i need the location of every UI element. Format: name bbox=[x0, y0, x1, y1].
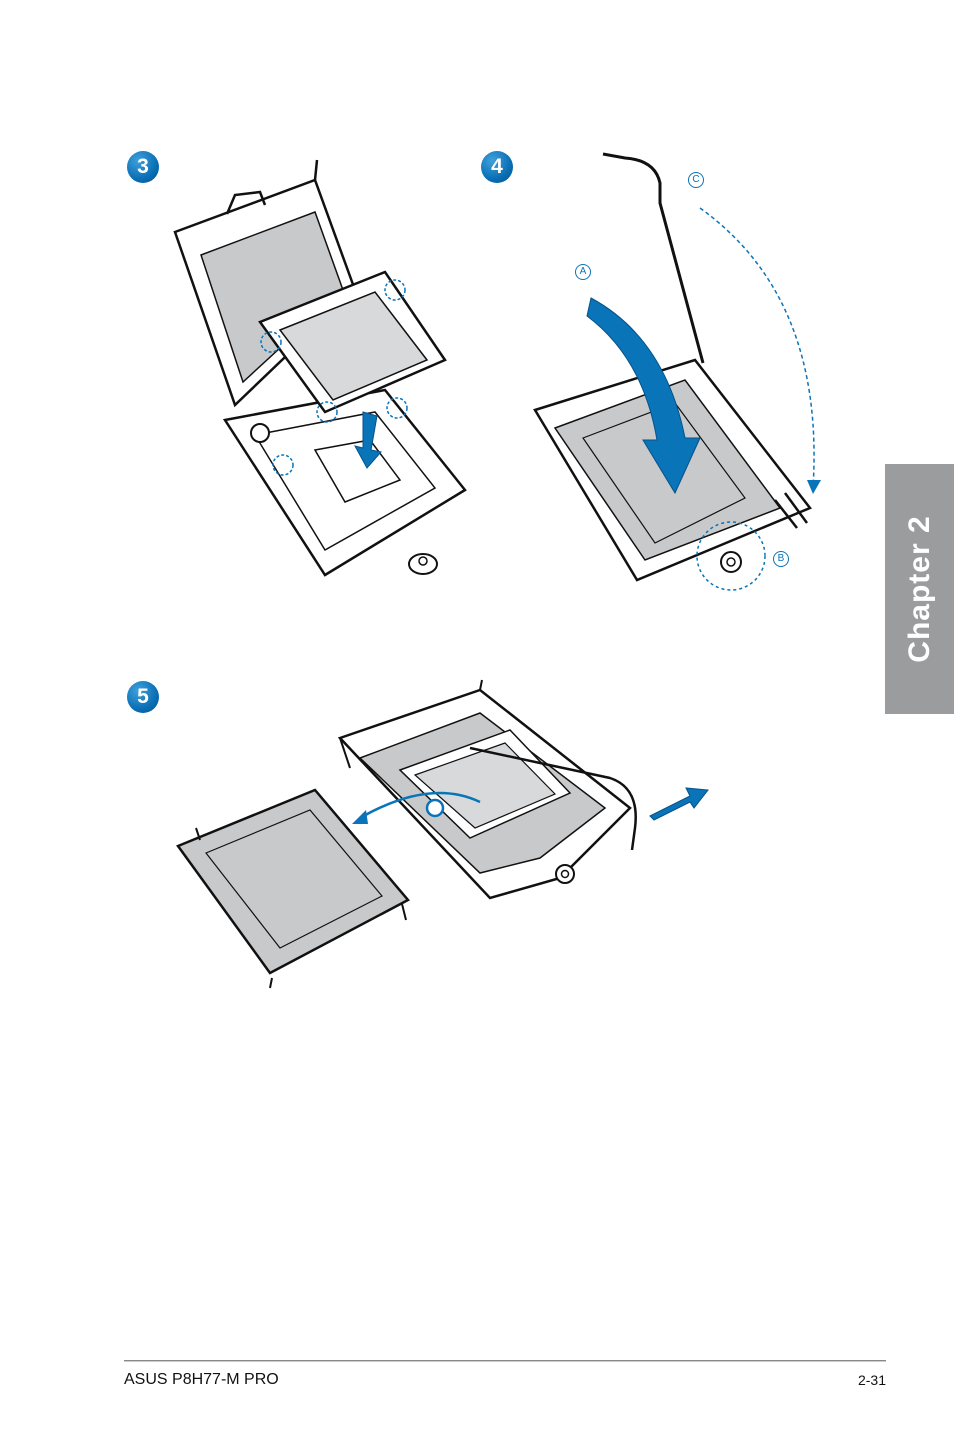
callout-a: A bbox=[575, 264, 591, 280]
chapter-tab-label: Chapter 2 bbox=[903, 515, 937, 662]
step-3-badge: 3 bbox=[127, 151, 159, 183]
footer-page-number: 2-31 bbox=[858, 1372, 886, 1388]
footer-product-name: ASUS P8H77-M PRO bbox=[124, 1371, 279, 1389]
chapter-tab: Chapter 2 bbox=[885, 464, 954, 714]
callout-b: B bbox=[773, 551, 789, 567]
step-3-cpu-insert-illustration bbox=[165, 150, 475, 590]
step-4-close-plate-illustration bbox=[525, 148, 835, 598]
footer-divider bbox=[124, 1360, 886, 1362]
step-5-remove-cap-illustration bbox=[170, 678, 720, 993]
step-5-badge: 5 bbox=[127, 681, 159, 713]
callout-c: C bbox=[688, 172, 704, 188]
step-4-badge: 4 bbox=[481, 151, 513, 183]
